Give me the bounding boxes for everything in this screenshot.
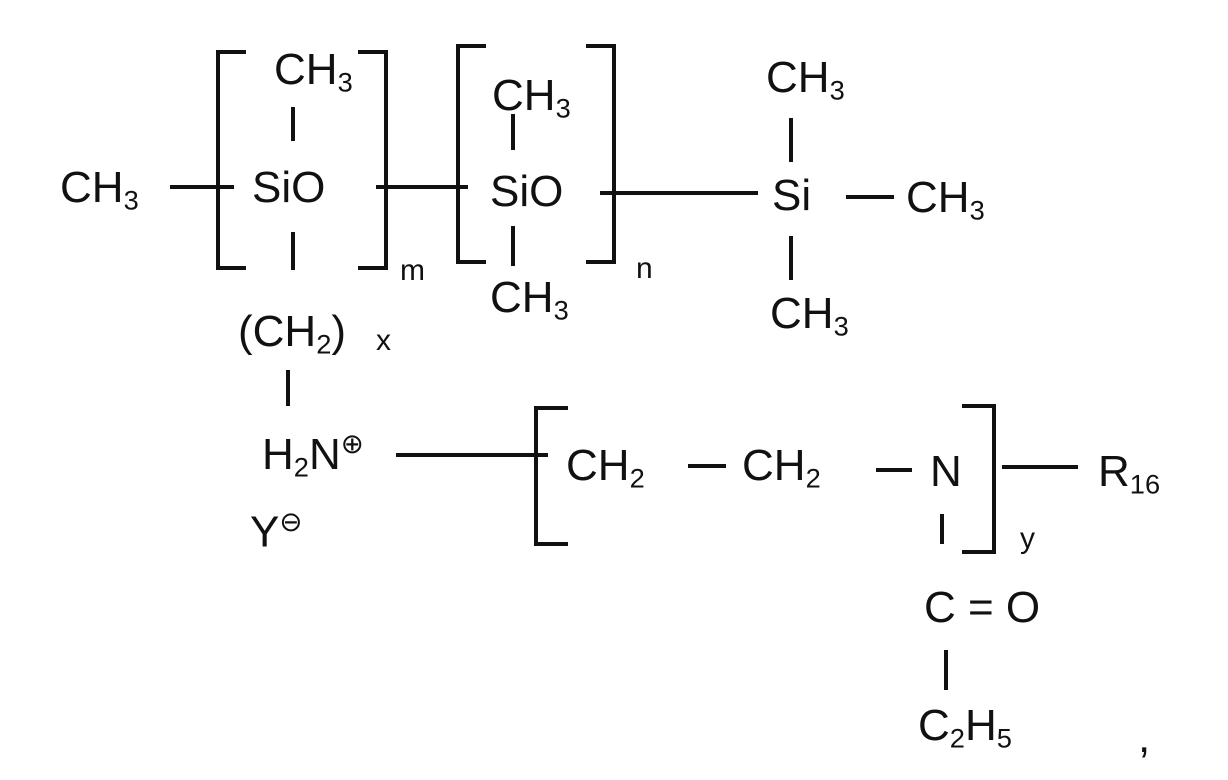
ammonium-label: H2N⊕ <box>262 430 364 481</box>
end-group-label: R16 <box>1098 450 1160 498</box>
si-atom-label: Si <box>772 174 811 218</box>
bracket-n-right <box>586 46 614 262</box>
ethyl-label: C2H5 <box>918 704 1012 752</box>
bracket-y-left <box>536 408 568 544</box>
methylene-index-x: x <box>376 326 391 356</box>
repeat-index-m: m <box>400 256 425 286</box>
bracket-m-left <box>218 52 246 268</box>
carbonyl-label: C = O <box>924 586 1040 630</box>
trailing-comma: , <box>1138 716 1150 760</box>
terminal-methyl-label: CH3 <box>60 166 139 214</box>
repeat-index-y: y <box>1020 524 1035 554</box>
bracket-m-right <box>358 52 386 268</box>
methylene-chain-label: (CH2) <box>238 310 346 358</box>
unit-n-top-methyl-label: CH3 <box>492 74 571 122</box>
second-methylene-label: CH2 <box>742 444 821 492</box>
nitrogen-label: N <box>930 450 962 494</box>
unit-n-bottom-methyl-label: CH3 <box>490 276 569 324</box>
si-top-methyl-label: CH3 <box>766 56 845 104</box>
ammonium-charge: ⊕ <box>341 428 364 459</box>
unit-m-sio-label: SiO <box>252 166 325 210</box>
counter-ion-charge: ⊖ <box>279 506 302 537</box>
bracket-n-left <box>458 46 486 262</box>
si-right-methyl-label: CH3 <box>906 176 985 224</box>
si-bottom-methyl-label: CH3 <box>770 292 849 340</box>
bracket-y-right <box>962 406 994 552</box>
unit-n-sio-label: SiO <box>490 170 563 214</box>
repeat-index-n: n <box>636 254 653 284</box>
first-methylene-label: CH2 <box>566 444 645 492</box>
unit-m-top-methyl-label: CH3 <box>274 48 353 96</box>
counter-ion-label: Y⊖ <box>250 508 302 555</box>
